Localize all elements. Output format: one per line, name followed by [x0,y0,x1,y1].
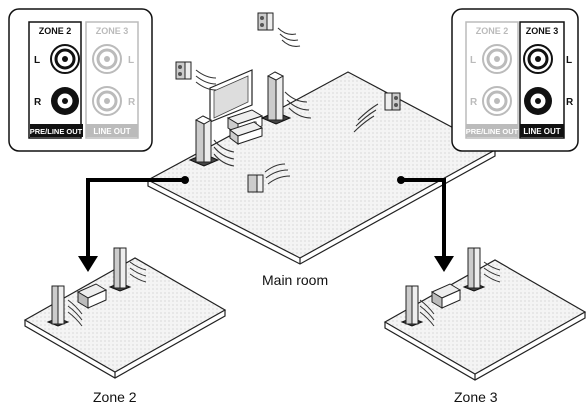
zone3-r-jack-icon [92,86,122,116]
zone3-connection-arrow [397,176,454,272]
channel-r-label: R [34,97,42,108]
av-receiver-icon [226,109,264,145]
zone3-speaker-left-icon [400,285,424,327]
tv-icon [209,69,253,123]
zone2-speaker-left-icon [46,285,70,327]
surround-back-speaker-icon [257,12,274,31]
sound-wave-icon [195,27,379,185]
pre-line-out-label: PRE/LINE OUT [30,127,83,136]
sound-wave-icon [67,261,147,327]
channel-l-label: L [566,55,572,66]
zone3-amplifier-icon [430,283,462,309]
zone2-label: ZONE 2 [476,26,509,36]
pre-line-out-label: PRE/LINE OUT [466,127,519,136]
zone2-room-floor [23,257,227,379]
zone2-l-jack-icon [50,44,80,74]
zone2-speaker-right-icon [108,247,132,292]
front-right-speaker-icon [260,71,292,125]
front-left-speaker-icon [188,115,220,167]
main-room-label: Main room [262,272,329,288]
surround-left-speaker-icon [175,61,192,80]
channel-r-label: R [128,97,136,108]
channel-r-label: R [566,97,574,108]
zone3-l-jack-icon [523,44,553,74]
zone2-output-panel: ZONE 2 ZONE 3 L R L R PRE/LINE OUT LINE … [8,8,153,152]
zone3-speaker-right-icon [462,247,486,292]
zone3-label: ZONE 3 [96,26,129,36]
zone2-l-jack-icon [482,44,512,74]
zone2-r-jack-icon [482,86,512,116]
line-out-label: LINE OUT [523,127,560,136]
zone2-r-jack-icon [51,87,79,115]
channel-r-label: R [470,97,478,108]
zone3-l-jack-icon [92,44,122,74]
zone2-room-label: Zone 2 [93,389,137,405]
zone3-output-panel: ZONE 2 ZONE 3 L R L R PRE/LINE OUT LINE … [451,8,579,152]
zone3-room-floor [383,259,586,381]
surround-right-speaker-icon [384,92,401,111]
channel-l-label: L [34,55,40,66]
zone2-connection-arrow [78,176,189,272]
channel-l-label: L [470,55,476,66]
zone3-label: ZONE 3 [526,26,559,36]
sound-wave-icon [419,261,501,327]
zone3-r-jack-icon [524,87,552,115]
zone2-label: ZONE 2 [39,26,72,36]
subwoofer-icon [247,174,264,193]
zone3-room-label: Zone 3 [454,389,498,405]
zone2-amplifier-icon [76,283,108,309]
channel-l-label: L [128,55,134,66]
line-out-label: LINE OUT [93,127,130,136]
